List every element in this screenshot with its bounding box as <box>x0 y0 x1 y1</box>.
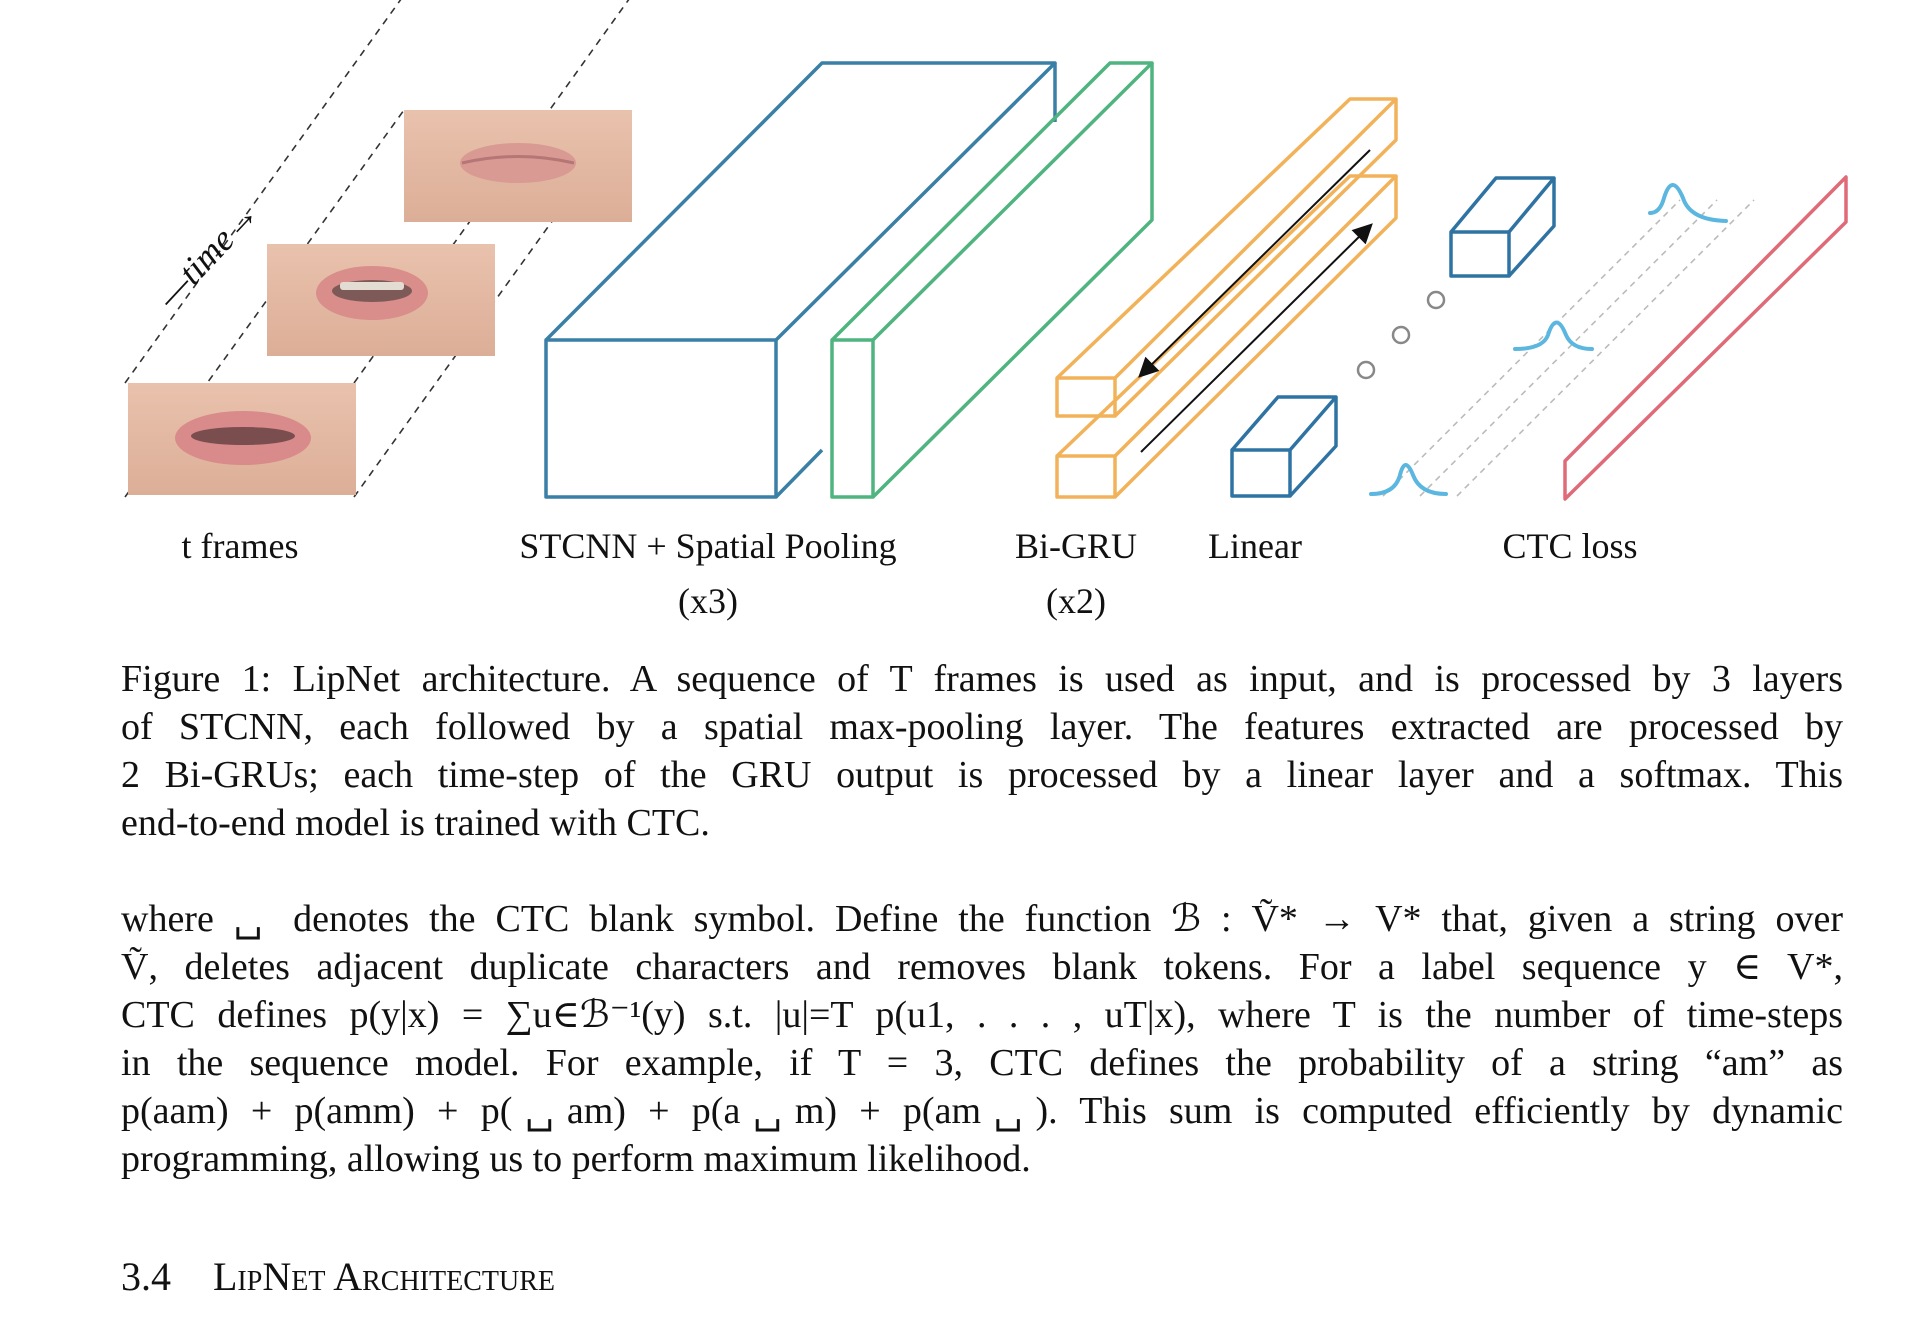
paragraph-line: where ␣ denotes the CTC blank symbol. De… <box>121 898 1843 940</box>
section-number: 3.4 <box>121 1254 171 1299</box>
section-title: LipNet Architecture <box>213 1254 555 1299</box>
section-heading: 3.4 LipNet Architecture <box>121 1253 555 1301</box>
paragraph-line: Ṽ, deletes adjacent duplicate characters… <box>121 946 1843 988</box>
caption-line: 2 Bi-GRUs; each time-step of the GRU out… <box>121 754 1843 796</box>
paragraph-line: programming, allowing us to perform maxi… <box>121 1138 1031 1180</box>
paragraph-line: p(aam) + p(amm) + p(␣am) + p(a␣m) + p(am… <box>121 1090 1843 1132</box>
bigru-block-bottom <box>1055 174 1398 499</box>
label-stcnn: STCNN + Spatial Pooling <box>519 526 896 566</box>
label-stcnn-mult: (x3) <box>678 581 738 621</box>
lip-frame-1 <box>128 383 356 495</box>
pooling-block <box>830 61 1154 499</box>
ctc-loss-plane <box>1563 175 1848 501</box>
softmax-distributions <box>1369 183 1728 496</box>
stcnn-block <box>544 61 1057 499</box>
ellipsis-circles <box>1356 290 1446 380</box>
bigru-block-top <box>1055 97 1398 418</box>
paragraph-line: in the sequence model. For example, if T… <box>121 1042 1843 1084</box>
paragraph-line: CTC defines p(y|x) = ∑u∈ℬ⁻¹(y) s.t. |u|=… <box>121 994 1843 1036</box>
label-ctc: CTC loss <box>1502 526 1637 566</box>
caption-line: end-to-end model is trained with CTC. <box>121 802 710 844</box>
linear-block-top <box>1449 176 1556 278</box>
figure-caption: Figure 1: LipNet architecture. A sequenc… <box>121 655 1843 847</box>
bigru-forward-arrow <box>1140 223 1373 453</box>
label-bigru-mult: (x2) <box>1046 581 1106 621</box>
linear-block-bottom <box>1230 395 1338 498</box>
lip-frame-3 <box>404 110 632 222</box>
lip-frame-2 <box>267 244 495 356</box>
lipnet-architecture-diagram: —time→ <box>124 0 1848 621</box>
label-bigru: Bi-GRU <box>1015 526 1137 566</box>
time-label: —time→ <box>148 193 267 316</box>
caption-line: Figure 1: LipNet architecture. A sequenc… <box>121 658 1843 700</box>
label-frames: t frames <box>182 526 299 566</box>
caption-line: of STCNN, each followed by a spatial max… <box>121 706 1843 748</box>
body-paragraph: where ␣ denotes the CTC blank symbol. De… <box>121 895 1843 1183</box>
bigru-backward-arrow <box>1138 149 1371 378</box>
softmax-dashed-lines <box>1382 199 1755 497</box>
input-frames: —time→ <box>124 0 633 498</box>
label-linear: Linear <box>1208 526 1302 566</box>
